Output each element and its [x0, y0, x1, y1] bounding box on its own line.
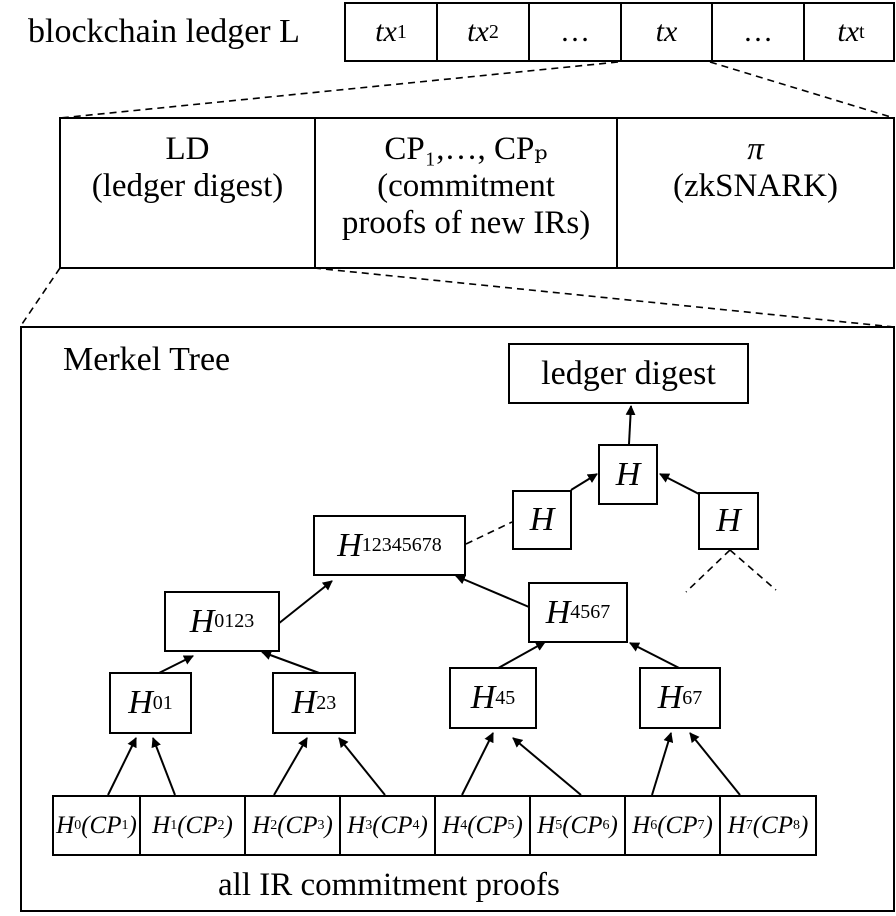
merkle-tree-panel: [20, 326, 895, 912]
ledger-cell-ellipsis-2: …: [713, 4, 805, 60]
tx-field-ld: LD (ledger digest): [61, 119, 316, 267]
tx-field-pi: π (zkSNARK): [673, 131, 838, 204]
ledger-cell-tx: tx: [622, 4, 713, 60]
right-hash-node: H: [698, 492, 759, 550]
left-hash-node: H: [512, 490, 572, 550]
ledger-label: blockchain ledger L: [28, 13, 300, 50]
ledger-cell-ellipsis-1: …: [530, 4, 622, 60]
transaction-row: LD (ledger digest) CP₁,…, CPₚ (commitmen…: [59, 117, 895, 269]
leaves-caption: all IR commitment proofs: [218, 867, 560, 903]
merkle-tree-title: Merkel Tree: [63, 341, 231, 378]
zoom-dashed-lines: [19, 61, 895, 593]
top-hash-node: H: [598, 444, 658, 505]
tx-field-cp: CP₁,…, CPₚ (commitment proofs of new IRs…: [316, 119, 618, 267]
ledger-digest-node: ledger digest: [508, 343, 749, 404]
